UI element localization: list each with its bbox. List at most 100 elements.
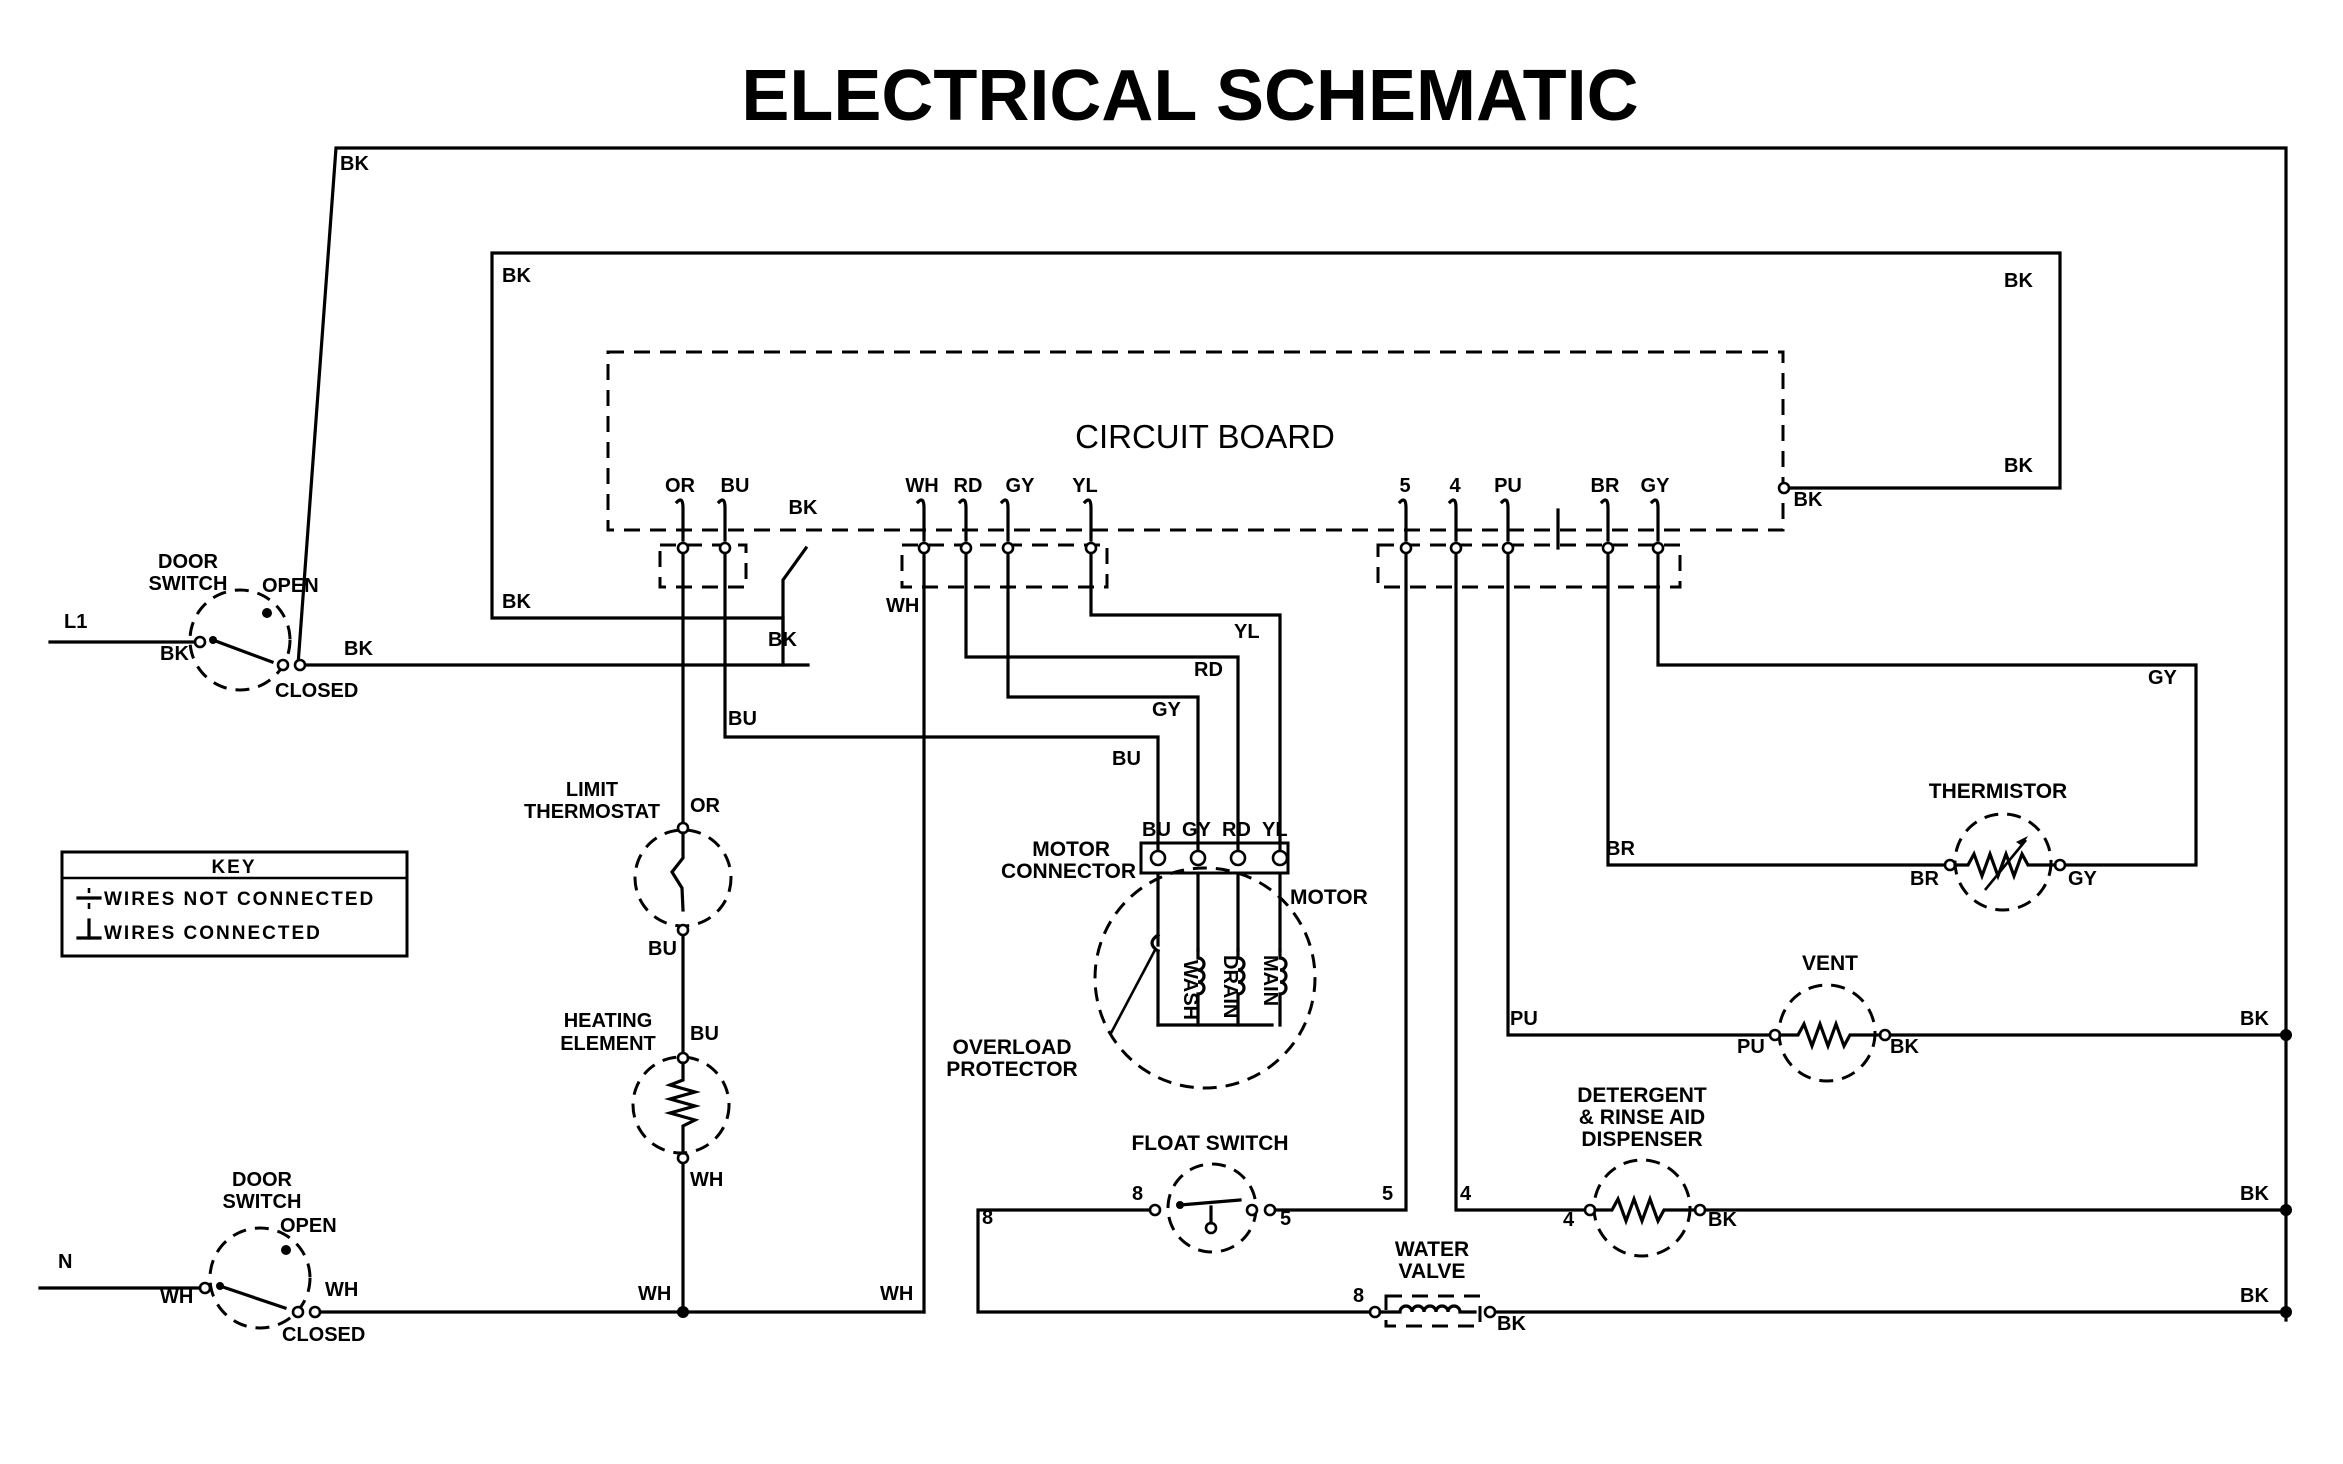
winding-label-drain: DRAIN xyxy=(1219,955,1241,1018)
wire-label: BK xyxy=(1708,1209,1737,1231)
wire-label: BK xyxy=(1497,1313,1526,1335)
door-switch-label: SWITCH xyxy=(149,573,228,595)
wire-label: GY xyxy=(2148,667,2178,689)
door-switch-top: L1 DOOR SWITCH OPEN CLOSED BK xyxy=(64,551,358,702)
wire-label: 4 xyxy=(1563,1209,1575,1231)
wires xyxy=(38,146,2288,1322)
junction-dot xyxy=(2280,1204,2292,1216)
wire-label: PU xyxy=(1510,1008,1538,1030)
pin-label-wh: WH xyxy=(905,475,938,497)
pin-hook xyxy=(957,498,968,542)
detergent-dispenser: DETERGENT & RINSE AID DISPENSER 4 BK xyxy=(1563,1084,1737,1258)
wire-label: WH xyxy=(886,595,919,617)
door-switch-label: DOOR xyxy=(158,551,219,573)
key-not-connected: WIRES NOT CONNECTED xyxy=(104,889,375,910)
pin-terminal xyxy=(676,541,690,555)
pin-hook xyxy=(1397,498,1408,542)
pin-label-gy: GY xyxy=(1006,475,1036,497)
wire-label: BR xyxy=(1606,838,1635,860)
wire-label: BK xyxy=(2240,1285,2269,1307)
wire-label: BK xyxy=(2004,455,2033,477)
wire-label: RD xyxy=(1194,659,1223,681)
limit-thermostat-label: THERMOSTAT xyxy=(524,801,660,823)
pin-hook xyxy=(1082,498,1093,542)
wire-label: 5 xyxy=(1382,1183,1393,1205)
motor-pin-label: GY xyxy=(1182,819,1212,841)
wire-label: 8 xyxy=(982,1207,993,1229)
heating-element: HEATING ELEMENT BU WH xyxy=(560,1010,731,1191)
float-switch-label: FLOAT SWITCH xyxy=(1131,1132,1288,1155)
water-valve: WATER VALVE 8 BK xyxy=(1353,1238,1526,1335)
wire-label: WH xyxy=(880,1283,913,1305)
pin-terminal xyxy=(1084,541,1098,555)
junction-dot xyxy=(677,1306,689,1318)
heating-element-label: HEATING xyxy=(564,1010,653,1032)
wires-not-connected-icon xyxy=(76,888,102,909)
pin-hook xyxy=(1499,498,1510,542)
motor-connector-label: CONNECTOR xyxy=(1001,860,1136,883)
wire-label: BK xyxy=(768,629,797,651)
pin-hook xyxy=(999,498,1010,542)
water-valve-label: VALVE xyxy=(1399,1260,1466,1283)
pin-terminal xyxy=(1651,541,1665,555)
pin-terminal xyxy=(917,541,931,555)
pin-hook xyxy=(716,498,727,542)
pin-label-yl: YL xyxy=(1072,475,1098,497)
wire-label: BK xyxy=(160,643,189,665)
wires-connected-icon xyxy=(76,918,102,940)
pin-label-gy: GY xyxy=(1641,475,1671,497)
pin-label-bk: BK xyxy=(789,497,818,519)
key-connected: WIRES CONNECTED xyxy=(104,923,322,944)
wire-label: 8 xyxy=(1132,1183,1143,1205)
overload-protector-label: OVERLOAD xyxy=(952,1036,1071,1059)
motor-label: MOTOR xyxy=(1290,886,1368,909)
power-line-label: L1 xyxy=(64,611,87,633)
pin-terminal xyxy=(1501,541,1515,555)
switch-closed-label: CLOSED xyxy=(275,680,358,702)
limit-thermostat-label: LIMIT xyxy=(566,779,618,801)
wire-label: YL xyxy=(1234,621,1260,643)
junction-dot xyxy=(2280,1029,2292,1041)
overload-protector-label: PROTECTOR xyxy=(946,1058,1077,1081)
pin-label-or: OR xyxy=(665,475,696,497)
wire-label: BU xyxy=(648,938,677,960)
pin-hook xyxy=(915,498,926,542)
wire-label: BU xyxy=(690,1023,719,1045)
wire-label: BK xyxy=(2004,270,2033,292)
wire-label: BU xyxy=(728,708,757,730)
switch-open-label: OPEN xyxy=(280,1215,337,1237)
wire-label: WH xyxy=(638,1283,671,1305)
power-neutral-label: N xyxy=(58,1251,72,1273)
wire-label: BK xyxy=(344,638,373,660)
water-valve-label: WATER xyxy=(1395,1238,1469,1261)
switch-open-label: OPEN xyxy=(262,575,319,597)
float-switch: FLOAT SWITCH 8 5 xyxy=(1131,1132,1291,1254)
heating-element-label: ELEMENT xyxy=(560,1033,656,1055)
vent-label: VENT xyxy=(1802,952,1858,975)
winding-label-main: MAIN xyxy=(1259,955,1281,1006)
switch-closed-label: CLOSED xyxy=(282,1324,365,1346)
wire-label: BK xyxy=(1890,1036,1919,1058)
limit-thermostat: LIMIT THERMOSTAT OR BU xyxy=(524,779,733,960)
motor-pin-label: YL xyxy=(1262,819,1288,841)
wire-label: OR xyxy=(690,795,721,817)
wire-label: 4 xyxy=(1460,1183,1472,1205)
pin-terminal xyxy=(1399,541,1413,555)
motor-pin-label: RD xyxy=(1222,819,1251,841)
motor: BU GY RD YL MOTOR CONNECTOR MOTOR WASH D… xyxy=(946,819,1368,1090)
pin-label-rd: RD xyxy=(954,475,983,497)
pin-label-bu: BU xyxy=(721,475,750,497)
pin-hook xyxy=(1599,498,1610,542)
pin-label-5: 5 xyxy=(1399,475,1410,497)
key-legend: KEY WIRES NOT CONNECTED WIRES CONNECTED xyxy=(60,850,409,958)
pin-terminal xyxy=(959,541,973,555)
wire-label: BK xyxy=(502,265,531,287)
dispenser-label: DETERGENT xyxy=(1577,1084,1707,1107)
pin-terminal xyxy=(1601,541,1615,555)
wire-label: BR xyxy=(1910,868,1939,890)
wire-label: WH xyxy=(160,1286,193,1308)
door-switch-label: DOOR xyxy=(232,1169,293,1191)
motor-connector-label: MOTOR xyxy=(1032,838,1110,861)
wire-label: BU xyxy=(1112,748,1141,770)
